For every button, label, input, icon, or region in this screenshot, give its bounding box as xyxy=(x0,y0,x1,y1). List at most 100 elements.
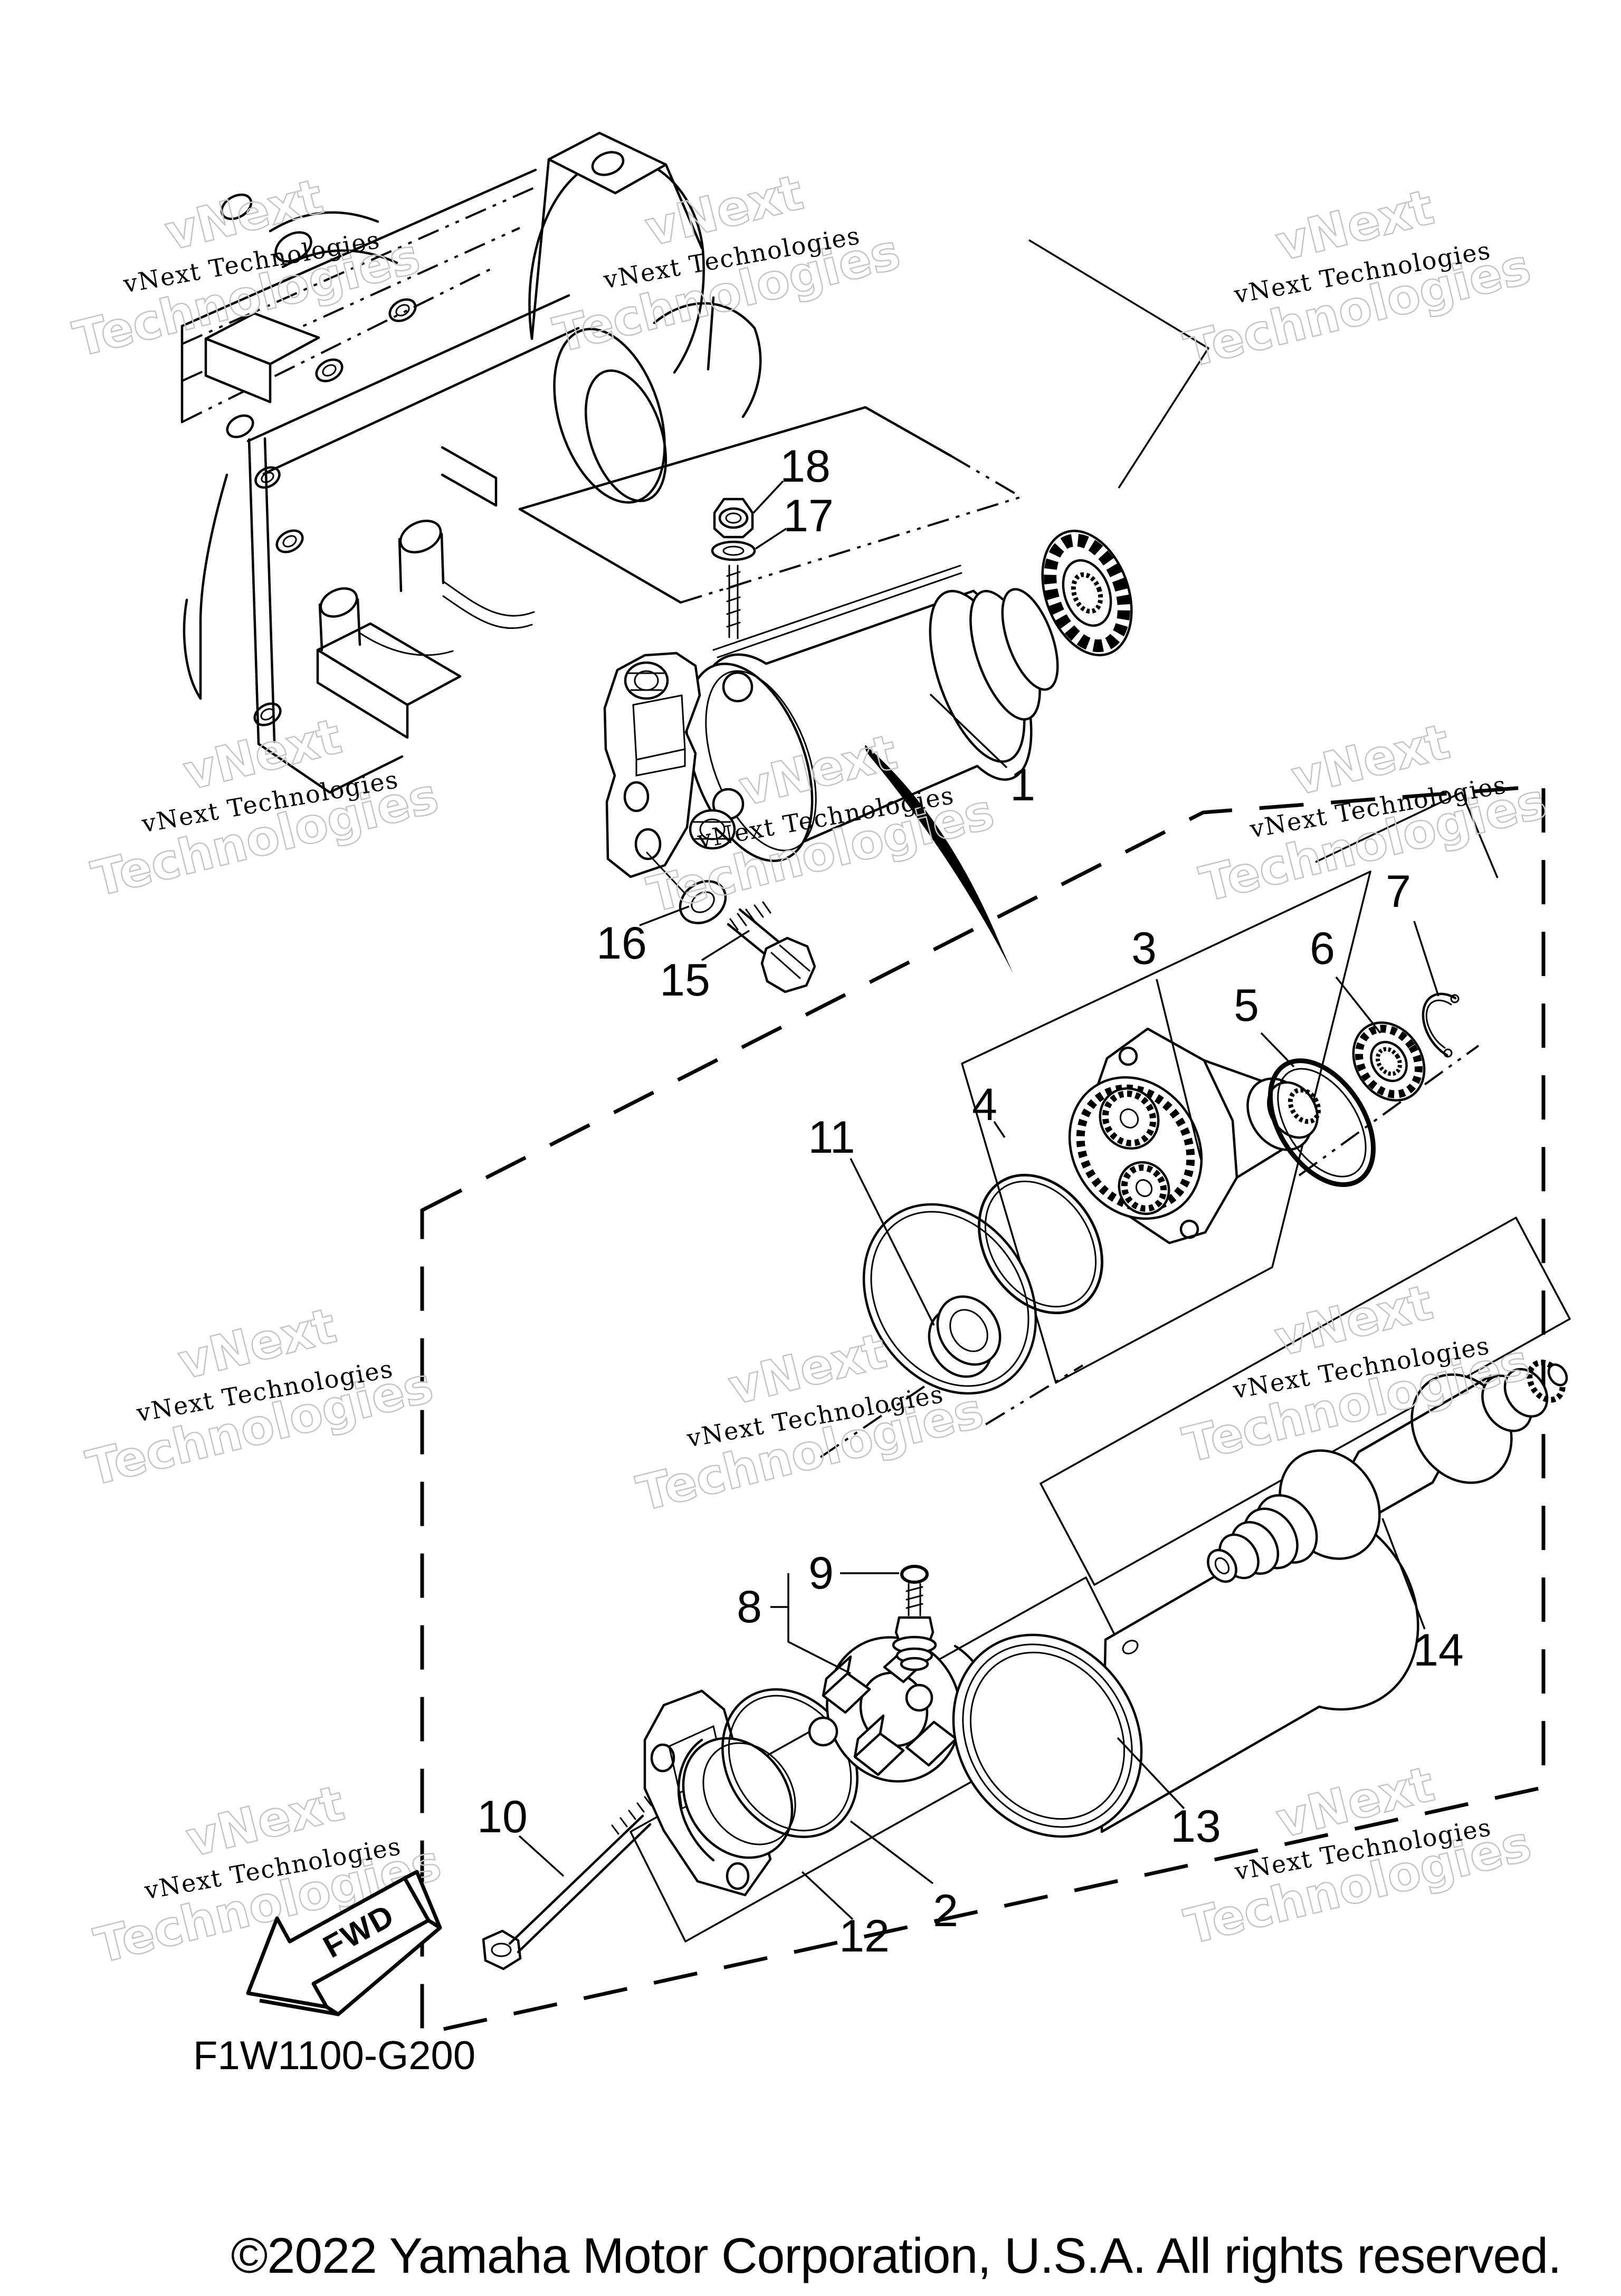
part-label-1: 1 xyxy=(1010,760,1035,810)
bracket-hole xyxy=(634,828,662,860)
block-hidden-edge xyxy=(182,265,497,423)
part-12-end-bracket xyxy=(643,1689,796,1897)
block-posts xyxy=(318,520,445,652)
part-label-6: 6 xyxy=(1310,923,1335,974)
block-edge xyxy=(180,168,537,328)
bracket-bolt-top xyxy=(624,661,669,700)
leader-line-17 xyxy=(755,528,787,550)
cap-bolt xyxy=(722,671,754,703)
terminal-stud xyxy=(726,565,741,639)
leader-line-16 xyxy=(639,905,690,926)
block-left-profile xyxy=(183,598,202,700)
block-beam xyxy=(441,446,498,507)
part-5-o-ring xyxy=(1267,1058,1376,1187)
block-hidden-edge xyxy=(182,187,535,345)
block-bottom-edge xyxy=(257,742,404,794)
diagram-code: F1W1100-G200 xyxy=(193,2033,475,2078)
block-rib xyxy=(269,211,379,233)
block-flange-band xyxy=(263,437,276,743)
part-10-bolt xyxy=(482,1796,652,1970)
leader-line-8 xyxy=(787,1573,851,1675)
leader-line-10 xyxy=(518,1835,565,1877)
nut-18 xyxy=(713,498,754,539)
bolt-15 xyxy=(727,901,816,993)
block-flange-edge xyxy=(262,327,580,475)
motor-bracket xyxy=(603,652,701,878)
bracket-hole xyxy=(623,781,650,812)
leader-line-14 xyxy=(1381,1518,1426,1630)
block-lower-boss-side xyxy=(316,648,409,739)
block-arch-arc xyxy=(653,302,756,330)
part-label-12: 12 xyxy=(839,1911,890,1962)
washer-17 xyxy=(711,540,756,561)
part-3-gear-housing xyxy=(1068,1027,1321,1245)
part-label-10: 10 xyxy=(477,1792,528,1842)
block-key-boss-side xyxy=(204,337,272,404)
part-label-4: 4 xyxy=(972,1079,997,1130)
block-top-pad-hole xyxy=(591,151,625,176)
leader-line-13 xyxy=(1117,1737,1185,1810)
part-9-o-ring-small xyxy=(900,1565,929,1584)
platform-corner-top xyxy=(1028,239,1209,489)
starter-motor-assembly xyxy=(603,498,1133,899)
fwd-arrow-face xyxy=(246,1876,431,2009)
leader-line-15 xyxy=(701,930,750,961)
leader-line-4 xyxy=(993,1121,1006,1138)
axis-centerline xyxy=(819,1354,972,1458)
leader-line-11 xyxy=(850,1158,935,1326)
part-label-18: 18 xyxy=(780,441,831,492)
part-label-2: 2 xyxy=(933,1886,958,1936)
axis-centerline xyxy=(1298,1045,1480,1176)
block-bore-inner xyxy=(584,369,668,502)
leader-line-18 xyxy=(752,480,784,514)
part-label-15: 15 xyxy=(660,955,710,1006)
block-boss xyxy=(220,193,253,221)
part-11-washer-disc xyxy=(862,1203,1037,1395)
part-label-9: 9 xyxy=(808,1548,834,1599)
leader-line-3 xyxy=(1156,979,1202,1160)
leader-line-7 xyxy=(1413,921,1439,997)
part-14-armature xyxy=(1207,1360,1568,1583)
block-tubes xyxy=(359,580,535,656)
washer-position-line xyxy=(646,852,690,899)
part-label-7: 7 xyxy=(1386,866,1411,917)
motor-pinion-gear xyxy=(1041,530,1133,656)
part-4-o-ring xyxy=(978,1173,1103,1315)
part-label-11: 11 xyxy=(808,1112,855,1163)
motor-bearing-ring xyxy=(1001,588,1059,691)
part-7-circlip xyxy=(1422,992,1460,1058)
dashed-boundary xyxy=(420,784,1546,2036)
block-flange-edge xyxy=(246,294,570,443)
planet-gears xyxy=(1099,1087,1170,1216)
bracket-bolt-bottom xyxy=(689,809,736,850)
block-left-profile xyxy=(199,473,228,700)
part-label-8: 8 xyxy=(737,1582,762,1632)
armature-commutator xyxy=(1481,1360,1568,1432)
leader-line-1 xyxy=(929,693,1008,769)
motor-tie-rod xyxy=(712,565,962,658)
leader-line-2 xyxy=(850,1820,934,1884)
block-pillars xyxy=(530,158,703,340)
block-boss xyxy=(274,231,312,263)
motor-front-cap-ring xyxy=(705,670,817,852)
block-flange-band xyxy=(247,438,260,745)
part-label-17: 17 xyxy=(783,491,834,541)
leader-line-6 xyxy=(1335,976,1381,1034)
part-label-14: 14 xyxy=(1413,1625,1464,1676)
part-label-3: 3 xyxy=(1131,923,1157,974)
leader-line-12 xyxy=(801,1871,854,1920)
platform-corner-mark xyxy=(1315,791,1499,878)
part-6-drive-gear xyxy=(1352,1021,1426,1102)
engine-block xyxy=(180,131,1022,794)
terminal-bolt xyxy=(892,1583,937,1671)
block-arch-arc xyxy=(741,327,762,418)
fwd-arrow-depth xyxy=(259,1870,442,2016)
washer-16 xyxy=(679,880,727,924)
part-label-16: 16 xyxy=(596,918,647,969)
armature-shaft-steps xyxy=(1207,1494,1318,1583)
